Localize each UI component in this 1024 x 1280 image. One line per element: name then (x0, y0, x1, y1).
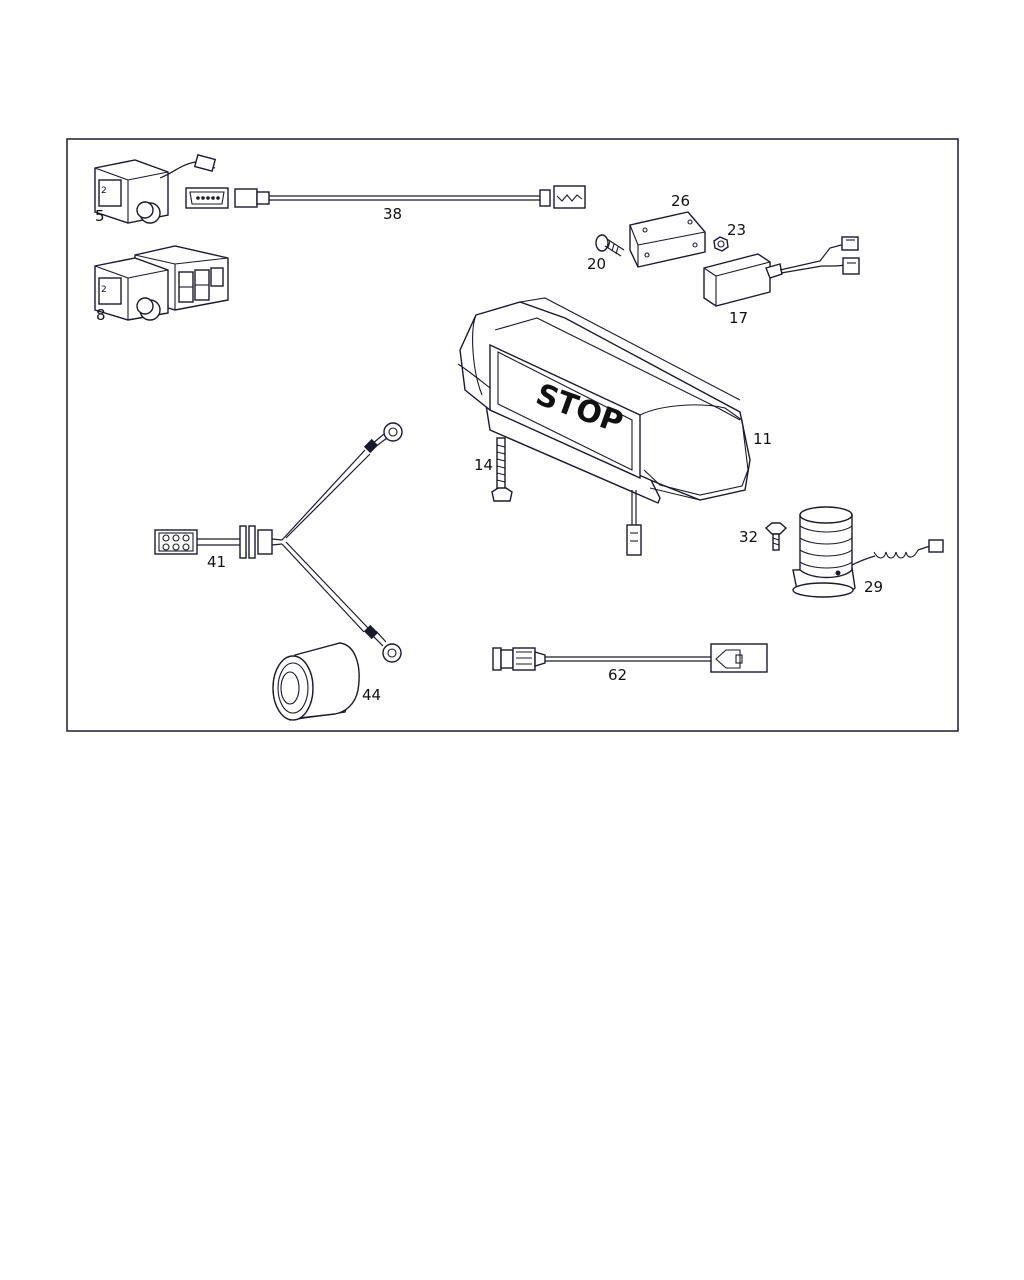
callout-62: 62 (608, 666, 627, 684)
svg-text:2: 2 (101, 285, 107, 295)
callout-32: 32 (739, 528, 758, 546)
callout-14: 14 (474, 456, 493, 474)
part-5-switch-unit[interactable]: 2 (94, 154, 217, 224)
part-26-mounting-plate[interactable] (629, 211, 706, 268)
part-14-bolt[interactable] (491, 437, 513, 502)
callout-11: 11 (753, 430, 772, 448)
callout-26: 26 (671, 192, 690, 210)
callout-5: 5 (95, 207, 105, 225)
diagram-frame (66, 138, 959, 732)
callout-23: 23 (727, 221, 746, 239)
part-44-round-lamp[interactable] (272, 642, 360, 721)
svg-text:2: 2 (101, 186, 107, 196)
callout-44: 44 (362, 686, 381, 704)
part-17-control-module[interactable] (703, 236, 860, 307)
callout-8: 8 (96, 306, 106, 324)
part-41-y-harness[interactable] (154, 422, 403, 663)
part-29-beacon[interactable] (792, 506, 944, 598)
callout-41: 41 (207, 553, 226, 571)
callout-29: 29 (864, 578, 883, 596)
part-32-screw[interactable] (764, 522, 788, 551)
callout-38: 38 (383, 205, 402, 223)
part-11-stop-light-bar[interactable]: STOP (457, 297, 751, 556)
part-8-double-switch-unit[interactable]: 2 (94, 245, 229, 321)
part-20-screw[interactable] (595, 234, 625, 257)
part-38-cable[interactable] (185, 185, 586, 209)
callout-17: 17 (729, 309, 748, 327)
part-62-cable[interactable] (492, 643, 768, 673)
part-23-nut[interactable] (713, 236, 729, 252)
callout-20: 20 (587, 255, 606, 273)
